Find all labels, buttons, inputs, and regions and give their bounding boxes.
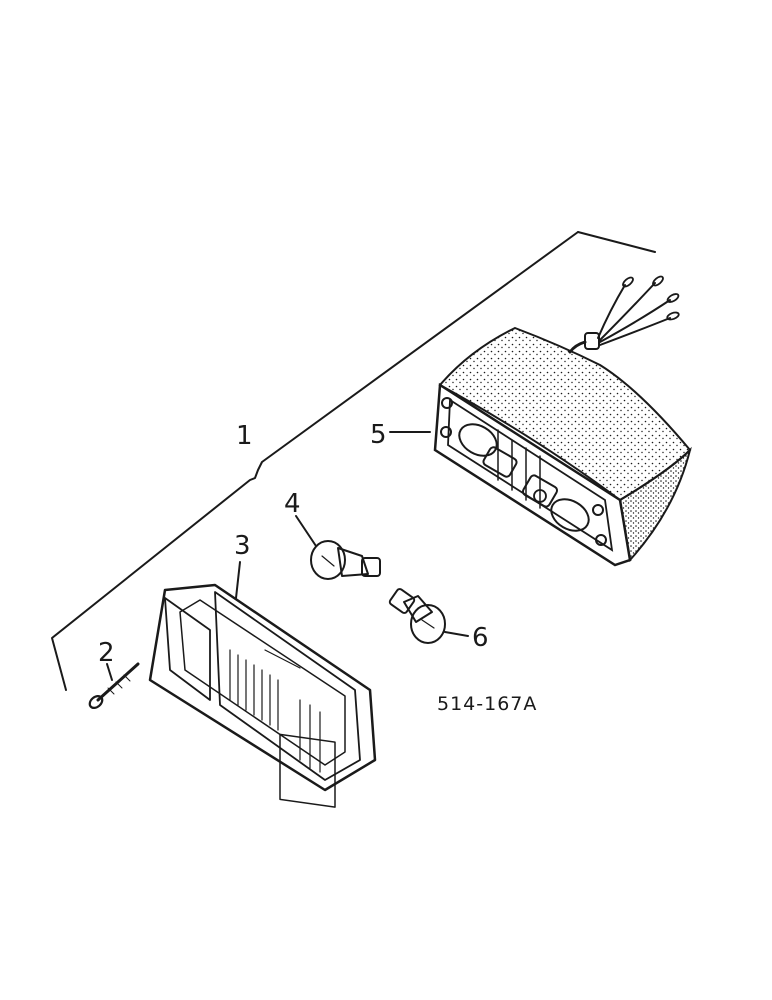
assembly-bracket <box>51 231 656 691</box>
bulb-lower <box>388 588 446 644</box>
screw <box>88 662 140 710</box>
lamp-housing <box>433 326 692 567</box>
callout-5: 5 <box>370 420 387 450</box>
lens-ribs <box>229 649 321 773</box>
callout-1: 1 <box>236 421 253 451</box>
bulb-upper <box>310 540 381 580</box>
lamp-lens <box>148 583 377 808</box>
figure-code: 514-167A <box>437 693 537 715</box>
callout-6: 6 <box>472 623 489 653</box>
leader-lines <box>106 431 469 681</box>
wire-harness <box>568 275 680 354</box>
callout-4: 4 <box>284 489 301 519</box>
callout-2: 2 <box>98 638 115 668</box>
callout-3: 3 <box>234 531 251 561</box>
